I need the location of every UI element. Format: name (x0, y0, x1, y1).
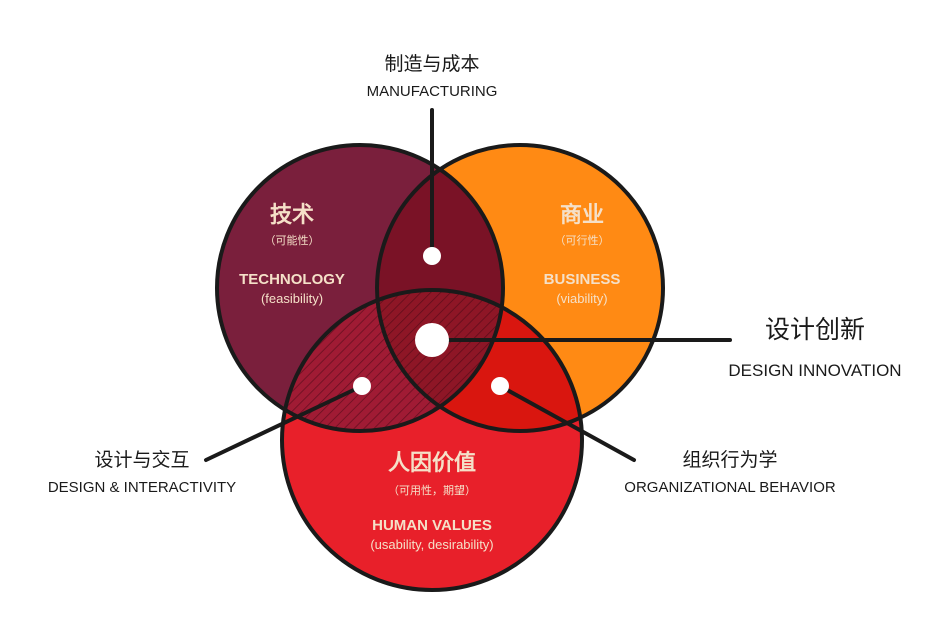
business-title-zh: 商业 (560, 202, 604, 228)
business-title-en: BUSINESS (544, 271, 621, 288)
design-interactivity-label-en: DESIGN & INTERACTIVITY (48, 479, 236, 496)
design-interactivity-dot (353, 377, 371, 395)
manufacturing-label-zh: 制造与成本 (384, 53, 479, 75)
organizational-behavior-label-zh: 组织行为学 (682, 449, 777, 471)
manufacturing-dot (423, 247, 441, 265)
human-values-outline (280, 288, 584, 592)
technology-title-en: TECHNOLOGY (239, 271, 345, 288)
design-innovation-dot (415, 323, 449, 357)
design-interactivity-leader (204, 384, 364, 462)
organizational-behavior-dot (491, 377, 509, 395)
design-interactivity-label-zh: 设计与交互 (94, 449, 189, 471)
technology-title-zh: 技术 (270, 203, 314, 228)
business-human-overlap (377, 290, 582, 431)
human-values-sub-zh: （可用性，期望） (388, 483, 476, 497)
design-innovation-label-en: DESIGN INNOVATION (728, 361, 901, 380)
organizational-behavior-leader (498, 384, 636, 462)
technology-outline (215, 143, 505, 433)
human-values-sub-en: (usability, desirability) (370, 537, 493, 552)
organizational-behavior-label-en: ORGANIZATIONAL BEHAVIOR (624, 479, 836, 496)
business-sub-en: (viability) (556, 291, 607, 306)
design-innovation-label-zh: 设计创新 (765, 315, 865, 344)
human-values-title-zh: 人因价值 (388, 450, 476, 476)
technology-sub-en: (feasibility) (261, 291, 323, 306)
human-values-title-en: HUMAN VALUES (372, 517, 492, 534)
business-sub-zh: （可行性） (555, 233, 610, 247)
business-outline (375, 143, 665, 433)
technology-sub-zh: （可能性） (265, 233, 320, 247)
manufacturing-label-en: MANUFACTURING (367, 83, 498, 100)
